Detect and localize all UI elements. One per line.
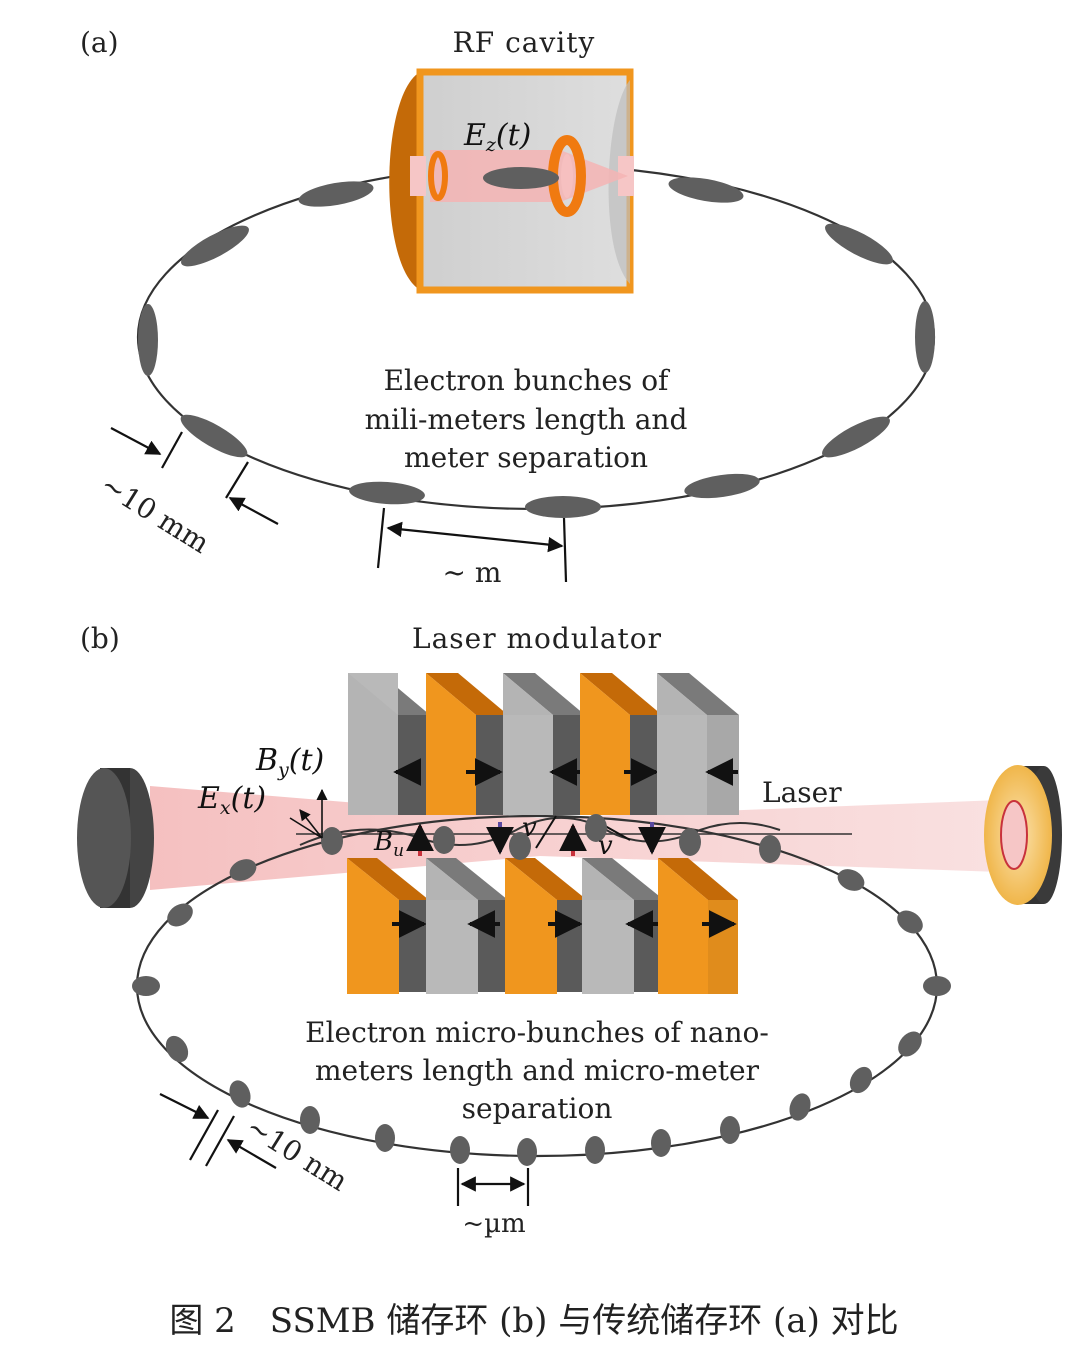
magnet-block-lower <box>505 858 587 994</box>
micro-bunch <box>789 1093 811 1121</box>
micro-bunch <box>679 828 701 856</box>
micro-bunch <box>898 1031 922 1057</box>
bunch-a <box>298 181 374 207</box>
micro-bunch <box>321 827 343 855</box>
panel-a: (a) RF cavity <box>80 26 936 589</box>
micro-bunch <box>132 976 160 996</box>
field-label-bu: Bu <box>373 827 404 861</box>
rf-cavity <box>389 68 634 294</box>
separation-marker-a <box>376 507 568 583</box>
field-label-ez: Ez(t) <box>463 118 531 156</box>
description-a-line: meter separation <box>404 441 648 474</box>
rf-iris-left <box>428 151 448 201</box>
bunch-a <box>180 414 248 458</box>
bunch-a <box>349 481 425 505</box>
bunch-a-in-cavity <box>483 167 559 189</box>
micro-bunch <box>897 910 923 934</box>
micro-bunch <box>509 832 531 860</box>
micro-bunch <box>375 1124 395 1152</box>
laser-label: Laser <box>762 776 842 809</box>
left-mirror <box>77 768 154 908</box>
magnet-block-upper <box>657 673 739 815</box>
separation-label-b: ~µm <box>462 1209 525 1239</box>
description-b-line: separation <box>462 1092 613 1125</box>
field-vectors-left <box>289 788 328 839</box>
micro-bunch <box>167 903 193 927</box>
micro-bunch <box>433 826 455 854</box>
micro-bunch <box>229 859 257 881</box>
micro-bunch <box>450 1136 470 1164</box>
separation-label-a: ~ m <box>443 556 502 589</box>
bunch-a <box>138 304 158 376</box>
magnet-block-upper <box>426 673 510 815</box>
micro-bunch <box>300 1106 320 1134</box>
rf-cavity-title: RF cavity <box>453 26 596 59</box>
velocity-label: v <box>522 813 537 843</box>
panel-b: (b) Laser modulator <box>77 622 1062 1239</box>
velocity-label: v <box>598 831 613 861</box>
description-a: Electron bunches of mili-meters length a… <box>365 364 688 474</box>
magnet-block-lower <box>658 858 738 994</box>
micro-bunch <box>165 1035 189 1063</box>
electron-bunches-a <box>138 177 935 518</box>
separation-marker-b <box>456 1168 530 1206</box>
description-b-line: meters length and micro-meter <box>315 1054 760 1087</box>
description-a-line: Electron bunches of <box>384 364 671 397</box>
right-mirror <box>984 765 1062 905</box>
bunch-a <box>915 301 935 373</box>
micro-bunch <box>720 1116 740 1144</box>
bunch-length-marker-a <box>110 427 279 525</box>
micro-bunch <box>585 1136 605 1164</box>
bunch-a <box>684 473 760 499</box>
magnet-block-upper <box>348 673 432 815</box>
description-b: Electron micro-bunches of nano- meters l… <box>305 1016 769 1125</box>
magnet-block-lower <box>582 858 664 994</box>
micro-bunch <box>759 835 781 863</box>
micro-bunch <box>849 1066 873 1094</box>
bunch-length-label-a: ~10 mm <box>95 468 215 560</box>
bunch-length-label-b: ~10 nm <box>241 1110 354 1198</box>
bunch-a <box>668 177 744 203</box>
wiggle-trajectory <box>299 817 781 847</box>
magnet-block-lower <box>426 858 508 994</box>
bunch-a <box>525 496 601 518</box>
field-label-ex: Ex(t) <box>197 781 266 819</box>
field-arrows <box>406 822 666 856</box>
electron-micro-bunches <box>132 814 951 1166</box>
panel-b-tag: (b) <box>80 622 120 655</box>
micro-bunch <box>517 1138 537 1166</box>
rf-cavity-endcap <box>389 72 420 290</box>
magnet-block-upper <box>580 673 664 815</box>
magnet-block-lower <box>347 858 429 994</box>
micro-bunch <box>585 814 607 842</box>
bunch-length-marker-b <box>159 1093 277 1169</box>
description-b-line: Electron micro-bunches of nano- <box>305 1016 769 1049</box>
upper-magnet-row <box>348 673 739 815</box>
panel-a-tag: (a) <box>80 26 119 59</box>
bunch-a <box>825 223 893 265</box>
magnet-block-upper <box>503 673 587 815</box>
bunch-a <box>822 416 890 458</box>
description-a-line: mili-meters length and <box>365 403 688 436</box>
micro-bunch <box>229 1080 251 1108</box>
micro-bunch <box>651 1129 671 1157</box>
field-label-by: By(t) <box>255 743 324 781</box>
figure-caption: 图 2 SSMB 储存环 (b) 与传统储存环 (a) 对比 <box>169 1301 898 1341</box>
micro-bunch <box>837 869 865 891</box>
lower-magnet-row <box>347 858 738 994</box>
laser-modulator-title: Laser modulator <box>412 622 662 655</box>
micro-bunch <box>923 976 951 996</box>
bunch-a <box>181 225 249 267</box>
